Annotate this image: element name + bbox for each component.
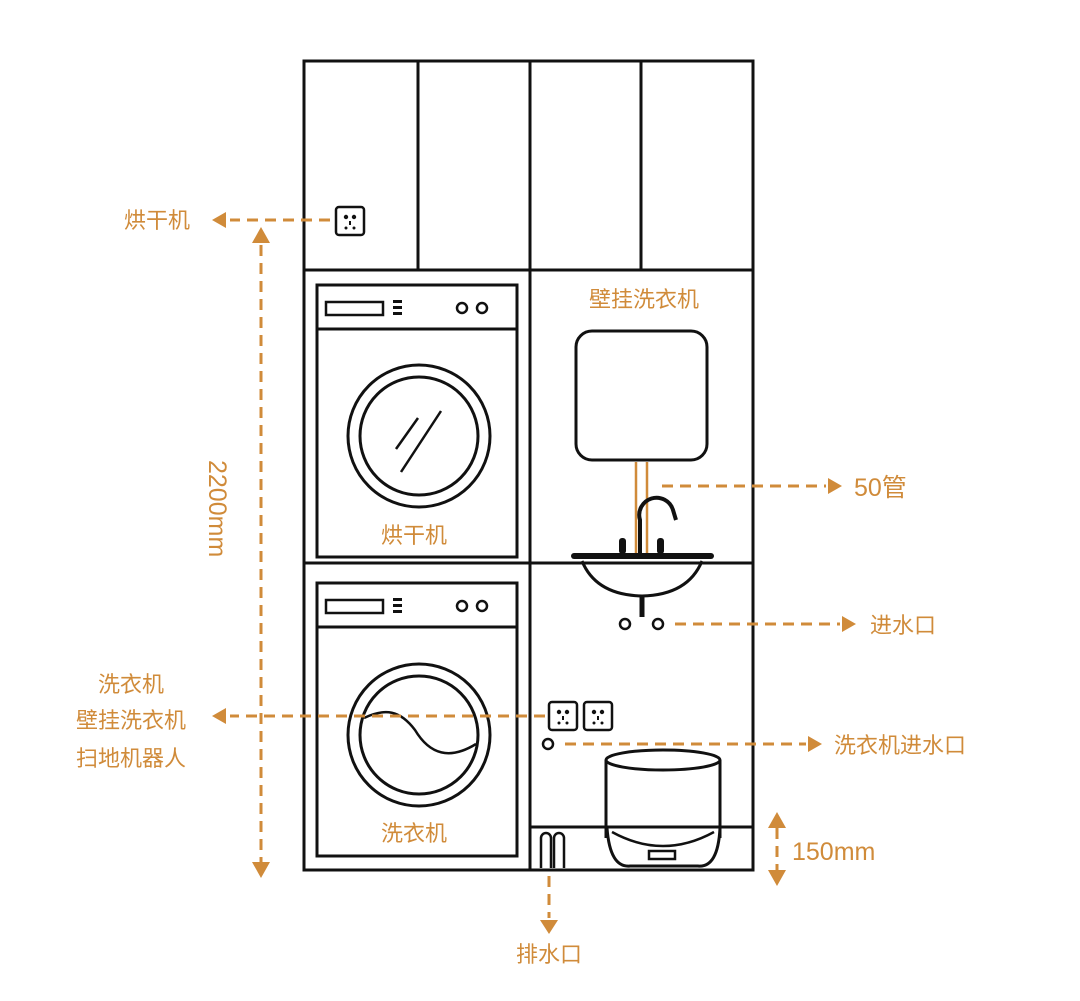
drain-label: 排水口 [516, 943, 582, 968]
arrow-icon [212, 212, 226, 228]
arrow-icon [842, 616, 856, 632]
cabinet-frame [302, 59, 755, 872]
power-outlet-icon [334, 205, 366, 237]
dryer-outlet-label: 烘干机 [124, 209, 190, 234]
pipe-50-label: 50管 [854, 474, 907, 502]
arrow-icon [252, 862, 270, 878]
sink-icon [571, 495, 714, 631]
outlet-group-label-2: 壁挂洗衣机 [76, 709, 186, 734]
height-base-label: 150mm [792, 838, 875, 866]
washer-label: 洗衣机 [381, 822, 447, 847]
water-inlet-label: 进水口 [870, 614, 936, 639]
robot-vacuum-dock-icon [604, 748, 722, 868]
outlet-group-label-1: 洗衣机 [98, 673, 164, 698]
washing-machine-icon [315, 581, 519, 858]
dryer-label: 烘干机 [381, 524, 447, 549]
dryer-icon [315, 283, 519, 559]
dryer-body [315, 283, 519, 559]
arrow-icon [828, 478, 842, 494]
faucet-icon [637, 495, 678, 553]
washer-body [315, 581, 519, 858]
power-outlet-icon [582, 700, 614, 732]
arrow-icon [768, 812, 786, 828]
power-outlet-icon [547, 700, 579, 732]
arrow-icon [540, 920, 558, 934]
wall-mounted-washer-icon [574, 329, 709, 462]
height-total-label: 2200mm [203, 460, 231, 557]
arrow-icon [212, 708, 226, 724]
wall-washer-title: 壁挂洗衣机 [589, 288, 699, 313]
outlet-group-label-3: 扫地机器人 [76, 747, 186, 772]
washer-water-inlet-icon [541, 737, 555, 751]
drain-pipe-icon [539, 831, 566, 868]
arrow-icon [768, 870, 786, 886]
arrow-icon [252, 227, 270, 243]
washer-water-inlet-label: 洗衣机进水口 [834, 734, 966, 759]
arrow-icon [808, 736, 822, 752]
